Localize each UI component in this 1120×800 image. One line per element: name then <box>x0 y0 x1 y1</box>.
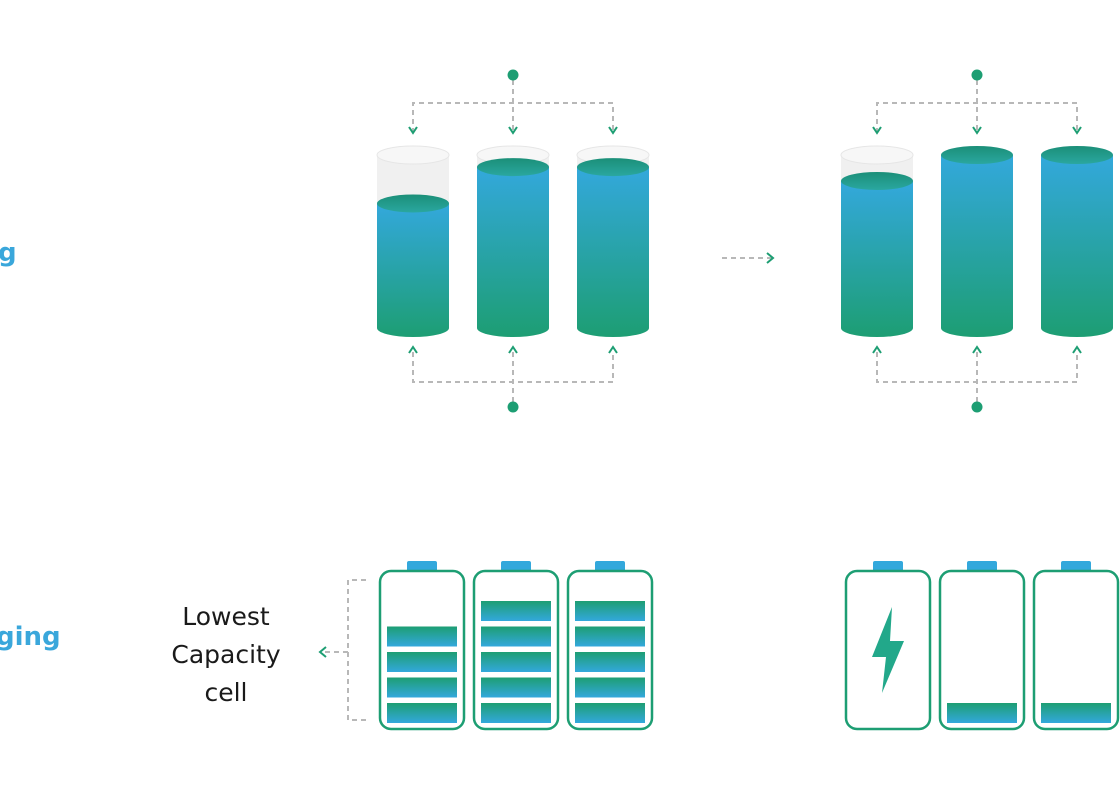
cylinder-top <box>840 145 914 165</box>
battery-group-discharging <box>378 561 654 731</box>
battery-bar <box>481 703 551 723</box>
bottom-node <box>971 401 983 413</box>
arrow-up-icon <box>508 345 518 354</box>
arrow-left-icon <box>318 646 327 658</box>
battery-layer <box>318 561 1120 731</box>
battery-bar <box>481 677 551 698</box>
top-connector <box>876 80 1078 133</box>
battery <box>566 561 654 731</box>
battery-bar <box>387 652 457 672</box>
cylinder-liquid <box>377 203 449 337</box>
arrow-up-icon <box>1072 345 1082 354</box>
battery-bar <box>575 677 645 698</box>
cylinder <box>840 126 914 354</box>
arrow-up-icon <box>608 345 618 354</box>
arrow-down-icon <box>1072 126 1082 135</box>
battery-bar <box>481 652 551 672</box>
lowest-capacity-line-1: Lowest <box>182 602 270 631</box>
cylinder-liquid <box>1041 155 1113 337</box>
arrow-down-icon <box>508 126 518 135</box>
liquid-surface <box>841 171 913 190</box>
battery-bar <box>575 601 645 621</box>
battery <box>378 561 466 731</box>
row-label-top: g <box>0 238 17 268</box>
battery-group-charging <box>844 561 1120 731</box>
bracket-line <box>322 579 366 721</box>
battery-bar <box>387 677 457 698</box>
arrow-down-icon <box>408 126 418 135</box>
cylinder <box>476 126 550 354</box>
cylinder-liquid <box>477 167 549 337</box>
cylinder-liquid <box>941 155 1013 337</box>
arrow-right-icon <box>722 252 775 264</box>
battery-bar <box>947 703 1017 723</box>
lowest-capacity-line-2: Capacity <box>171 640 281 669</box>
battery-terminal <box>501 561 531 572</box>
arrow-down-icon <box>608 126 618 135</box>
battery-bar <box>481 626 551 647</box>
top-node <box>507 69 519 81</box>
cylinder-group-after <box>840 69 1113 413</box>
top-node <box>971 69 983 81</box>
transition-arrowhead <box>766 252 775 264</box>
battery <box>1032 561 1120 731</box>
arrow-up-icon <box>408 345 418 354</box>
battery-bar <box>387 626 457 647</box>
arrow-up-icon <box>872 345 882 354</box>
bottom-connector <box>876 352 1078 402</box>
liquid-surface <box>577 158 649 177</box>
battery-bar <box>575 626 645 647</box>
cylinder-liquid <box>577 167 649 337</box>
cylinder-liquid <box>841 180 913 337</box>
battery <box>472 561 560 731</box>
lightning-bolt-icon <box>872 607 904 693</box>
cylinder <box>1041 126 1113 354</box>
battery-bar <box>481 601 551 621</box>
lowest-capacity-label: Lowest Capacity cell <box>160 598 292 712</box>
liquid-surface <box>941 146 1013 164</box>
cylinder-top <box>376 145 450 165</box>
lowest-capacity-line-3: cell <box>204 678 248 707</box>
battery-bar <box>575 652 645 672</box>
battery-terminal <box>407 561 437 572</box>
row-label-bottom: ging <box>0 622 61 652</box>
battery-bar <box>1041 703 1111 723</box>
battery-body <box>1032 569 1120 731</box>
cylinder-layer <box>376 69 1113 413</box>
battery-terminal <box>873 561 903 572</box>
cylinder <box>576 126 650 354</box>
battery-bar <box>387 703 457 723</box>
cylinder <box>376 126 450 354</box>
arrow-down-icon <box>872 126 882 135</box>
arrow-down-icon <box>972 126 982 135</box>
liquid-surface <box>377 194 449 213</box>
battery <box>844 561 932 731</box>
battery-bar <box>575 703 645 723</box>
bottom-connector <box>412 352 614 402</box>
battery-terminal <box>595 561 625 572</box>
top-connector <box>412 80 614 133</box>
bottom-node <box>507 401 519 413</box>
battery-terminal <box>967 561 997 572</box>
lowest-capacity-bracket <box>318 579 366 721</box>
battery-terminal <box>1061 561 1091 572</box>
cylinder-group-before <box>376 69 650 413</box>
arrow-up-icon <box>972 345 982 354</box>
cylinder <box>941 126 1013 354</box>
liquid-surface <box>1041 146 1113 164</box>
liquid-surface <box>477 158 549 177</box>
battery <box>938 561 1026 731</box>
battery-body <box>938 569 1026 731</box>
